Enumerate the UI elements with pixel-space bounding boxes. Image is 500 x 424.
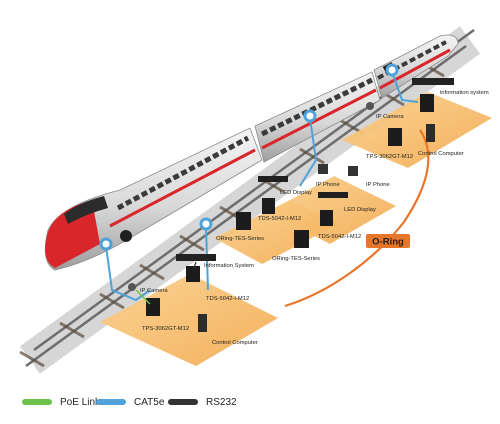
ip-phone-icon [318,164,328,174]
label-b-ip-phone: IP Phone [316,182,340,188]
switch-icon [262,198,275,214]
led-display-icon [318,192,348,198]
poe-link-swatch [22,399,52,405]
label-c-series: ORing-TES-Series [272,256,320,262]
label-d-control-computer: Control Computer [418,151,464,157]
legend-rs232: RS232 [168,394,237,410]
o-ring-label: O-Ring [372,237,404,248]
control-computer-icon [426,124,435,142]
label-a-control-computer: Control Computer [212,340,258,346]
station-d-devices [366,78,454,146]
label-a-tps-switch: TPS-3062GT-M12 [142,326,189,332]
switch-icon [320,210,333,226]
label-d-information-system: information system [440,90,489,96]
link-nodes [99,63,399,251]
legend-poe-link: PoE Link [22,394,100,410]
rs232-swatch [168,399,198,405]
train-network-illustration: O-Ring IP C [19,26,492,374]
switch-secondary-icon [388,128,402,146]
station-b-devices [236,164,328,230]
information-display-icon [412,78,454,85]
label-b-led-display: LED Display [280,190,312,196]
station-a-devices [128,254,216,332]
label-a-ip-camera: IP Camera [140,288,168,294]
label-a-information-system: Information System [204,263,254,269]
legend-cat5e: CAT5e [96,394,164,410]
switch-primary-icon [420,94,434,112]
o-ring-loop [284,129,430,308]
legend-rs232-label: RS232 [206,396,237,408]
o-ring-label-box [366,234,410,248]
information-display-icon [176,254,216,261]
ip-camera-icon [128,283,136,291]
series-switch-icon [236,212,251,230]
label-b-switch: TDS-5042-I-M12 [258,216,301,222]
station-c-devices [294,166,358,248]
series-switch-icon [294,230,309,248]
platform-station-d [342,92,492,168]
led-display-icon [258,176,288,182]
label-a-tds-switch: TDS-5042-I-M12 [206,296,249,302]
label-b-series: ORing-TES-Series [216,236,264,242]
ip-camera-icon [366,102,374,110]
legend: PoE Link CAT5e RS232 [0,386,500,420]
label-d-ip-camera: IP Camera [376,114,404,120]
control-computer-icon [198,314,207,332]
label-c-ip-phone: IP Phone [366,182,390,188]
cat5e-swatch [96,399,126,405]
label-c-led-display: LED Display [344,207,376,213]
label-d-tps-switch: TPS-3062GT-M12 [366,154,413,160]
switch-primary-icon [146,298,160,316]
rail-track [19,26,480,374]
legend-cat5e-label: CAT5e [134,396,165,408]
label-c-switch: TDS-5042-I-M12 [318,234,361,240]
ip-phone-icon [348,166,358,176]
platform-station-a [100,274,278,366]
switch-secondary-icon [186,266,200,282]
legend-poe-link-label: PoE Link [60,396,101,408]
